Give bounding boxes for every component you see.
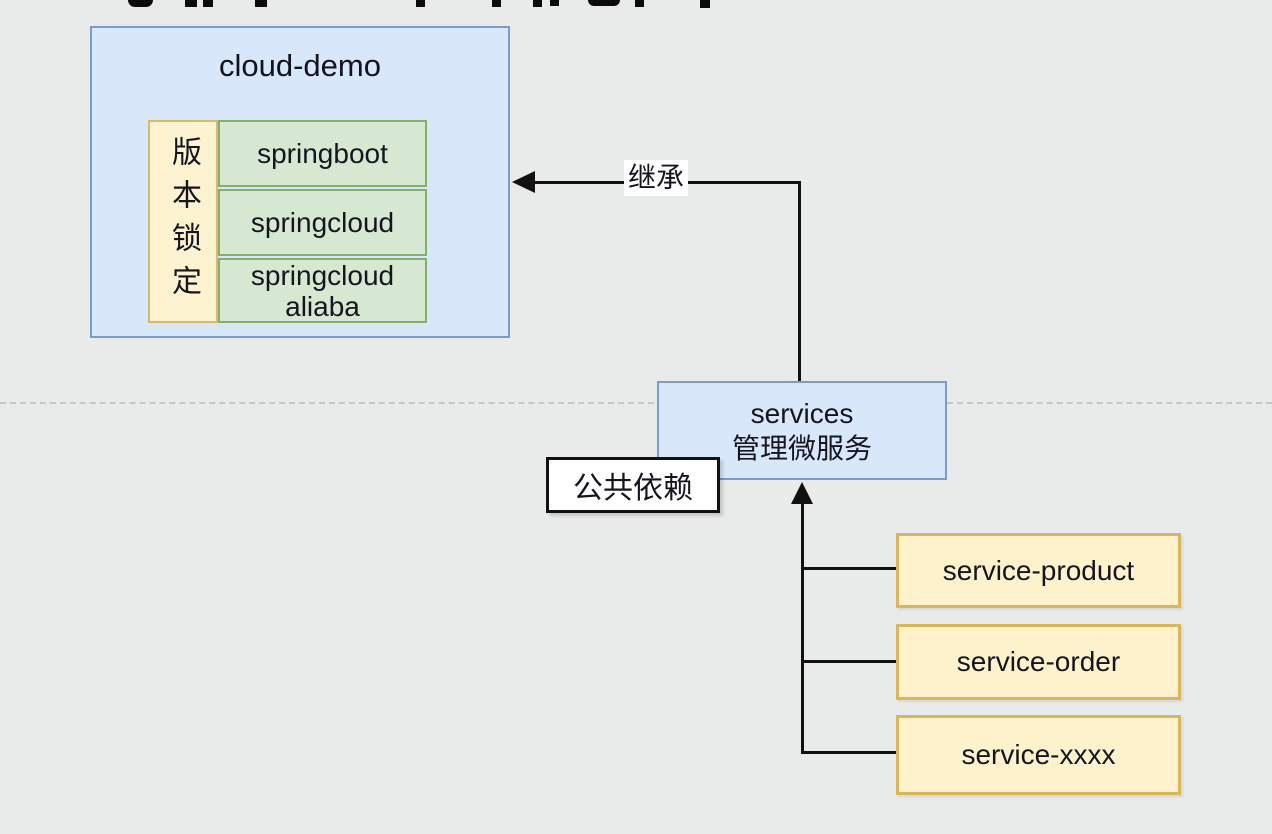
cutoff-heading-fragment — [533, 0, 542, 7]
module-springcloud: springcloud — [218, 189, 427, 256]
connector-service-product — [803, 567, 896, 570]
service-order-node: service-order — [896, 624, 1181, 700]
service-product-node: service-product — [896, 533, 1181, 608]
dashed-divider-line — [0, 402, 1272, 404]
cutoff-heading-fragment — [492, 0, 501, 7]
dependency-arrowhead-icon — [791, 482, 813, 504]
cutoff-heading-fragment — [255, 0, 267, 7]
connector-service-order — [803, 660, 896, 663]
cutoff-heading-fragment — [700, 0, 710, 8]
common-dependency-label: 公共依赖 — [546, 457, 720, 513]
cloud-demo-title: cloud-demo — [219, 48, 381, 83]
cutoff-heading-fragment — [416, 0, 425, 7]
inherit-edge-label: 继承 — [624, 160, 689, 196]
services-node: services 管理微服务 — [657, 381, 947, 480]
version-lock-label: 版本锁定 — [167, 135, 200, 308]
cutoff-heading-fragment — [550, 0, 559, 6]
services-node-title: services — [750, 397, 854, 429]
cutoff-heading-fragment — [588, 0, 620, 6]
cloud-demo-node: cloud-demo 版本锁定 springboot springcloud s… — [90, 26, 510, 338]
inherit-arrowhead-icon — [512, 171, 535, 193]
cutoff-heading-fragment — [203, 0, 213, 7]
connector-service-xxxx — [803, 751, 896, 754]
services-node-subtitle: 管理微服务 — [731, 432, 872, 464]
service-xxxx-node: service-xxxx — [896, 715, 1181, 795]
cutoff-heading-fragment — [185, 0, 197, 7]
module-springcloud-aliaba: springcloud aliaba — [218, 258, 427, 323]
dependency-edge-vertical — [801, 500, 804, 754]
inherit-edge-vertical — [798, 181, 801, 381]
cutoff-heading-fragment — [635, 0, 644, 7]
cutoff-heading-fragment — [128, 0, 153, 7]
version-lock-node: 版本锁定 — [148, 120, 218, 323]
module-springboot: springboot — [218, 120, 427, 187]
